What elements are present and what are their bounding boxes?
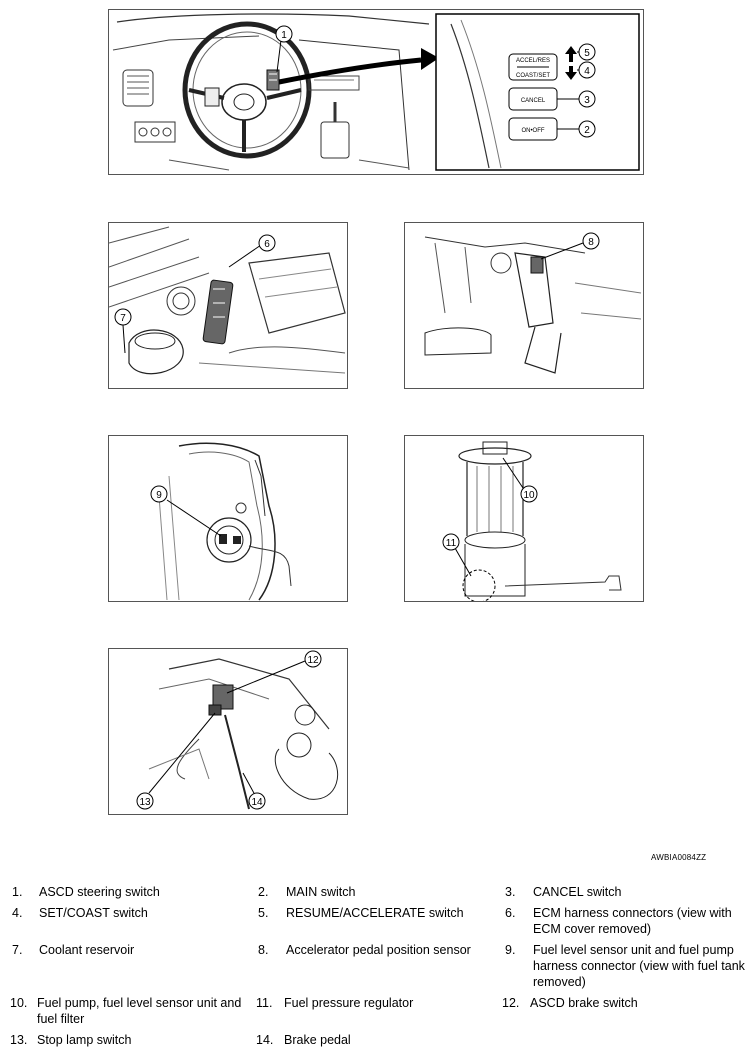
- callout-2: 2: [584, 125, 590, 136]
- legend-number: 3.: [505, 885, 516, 899]
- panel-ecm-coolant: 6 7: [108, 222, 348, 389]
- legend-text: Coolant reservoir: [39, 943, 135, 957]
- callout-5: 5: [584, 48, 590, 59]
- down-arrow-icon: [565, 66, 577, 80]
- legend-text: MAIN switch: [286, 885, 356, 899]
- callout-8: 8: [588, 237, 594, 248]
- brake-pedal-illustration: 12 13 14: [136, 650, 339, 810]
- panel-fuel-tank: 9: [108, 435, 348, 602]
- callout-13: 13: [139, 797, 151, 808]
- legend-text: Fuel level sensor unit and fuel pump har…: [533, 943, 745, 989]
- legend-number: 9.: [505, 943, 516, 957]
- legend-text: Fuel pump, fuel level sensor unit and fu…: [37, 996, 242, 1026]
- on-off-label: ON•OFF: [521, 128, 544, 134]
- callout-10: 10: [523, 490, 535, 501]
- callout-12: 12: [307, 655, 319, 666]
- legend-text: Fuel pressure regulator: [284, 996, 414, 1010]
- legend-text: SET/COAST switch: [39, 906, 148, 920]
- callout-6: 6: [264, 239, 270, 250]
- legend-number: 4.: [12, 906, 23, 920]
- legend-number: 12.: [502, 996, 520, 1010]
- legend-text: RESUME/ACCELERATE switch: [286, 906, 464, 920]
- callout-14: 14: [251, 797, 263, 808]
- legend-number: 8.: [258, 943, 269, 957]
- legend-number: 2.: [258, 885, 269, 899]
- fuel-pump-illustration: 10 11: [442, 441, 622, 601]
- up-arrow-icon: [565, 46, 577, 62]
- fuel-tank-illustration: 9: [150, 442, 292, 601]
- legend-text: ASCD brake switch: [530, 996, 638, 1010]
- legend-text: Stop lamp switch: [37, 1033, 132, 1047]
- legend-number: 14.: [256, 1033, 274, 1047]
- reference-code: AWBIA0084ZZ: [651, 853, 707, 862]
- callout-1: 1: [281, 30, 287, 41]
- callout-4: 4: [584, 66, 590, 77]
- cancel-label: CANCEL: [521, 98, 546, 104]
- legend-number: 13.: [10, 1033, 28, 1047]
- legend-text: Accelerator pedal position sensor: [286, 943, 471, 957]
- legend-number: 10.: [10, 996, 28, 1010]
- legend-text: Brake pedal: [284, 1033, 351, 1047]
- legend-number: 5.: [258, 906, 269, 920]
- panel-accelerator-pedal: 8: [404, 222, 644, 389]
- panel-brake-pedal: 12 13 14: [108, 648, 348, 815]
- engine-illustration: 6 7: [109, 226, 346, 375]
- legend-text: ASCD steering switch: [39, 885, 160, 899]
- panel-fuel-pump: 10 11: [404, 435, 644, 602]
- callout-11: 11: [446, 538, 457, 549]
- coast-set-label: COAST/SET: [516, 73, 550, 79]
- legend-text: CANCEL switch: [533, 885, 622, 899]
- callout-3: 3: [584, 95, 590, 106]
- accel-res-label: ACCEL/RES: [516, 58, 550, 64]
- callout-7: 7: [120, 313, 126, 324]
- legend-text: ECM harness connectors (view with ECM co…: [533, 906, 732, 936]
- legend-number: 6.: [505, 906, 516, 920]
- pedal-illustration: 8: [424, 232, 642, 374]
- steering-illustration: 1 ACCEL/RES COAST/SET CANCEL ON•OFF 5 4 …: [112, 13, 640, 171]
- callout-9: 9: [156, 490, 162, 501]
- legend-number: 11.: [256, 996, 273, 1010]
- legend-number: 7.: [12, 943, 23, 957]
- legend-number: 1.: [12, 885, 23, 899]
- panel-steering-switch: 1 ACCEL/RES COAST/SET CANCEL ON•OFF 5 4 …: [108, 9, 644, 175]
